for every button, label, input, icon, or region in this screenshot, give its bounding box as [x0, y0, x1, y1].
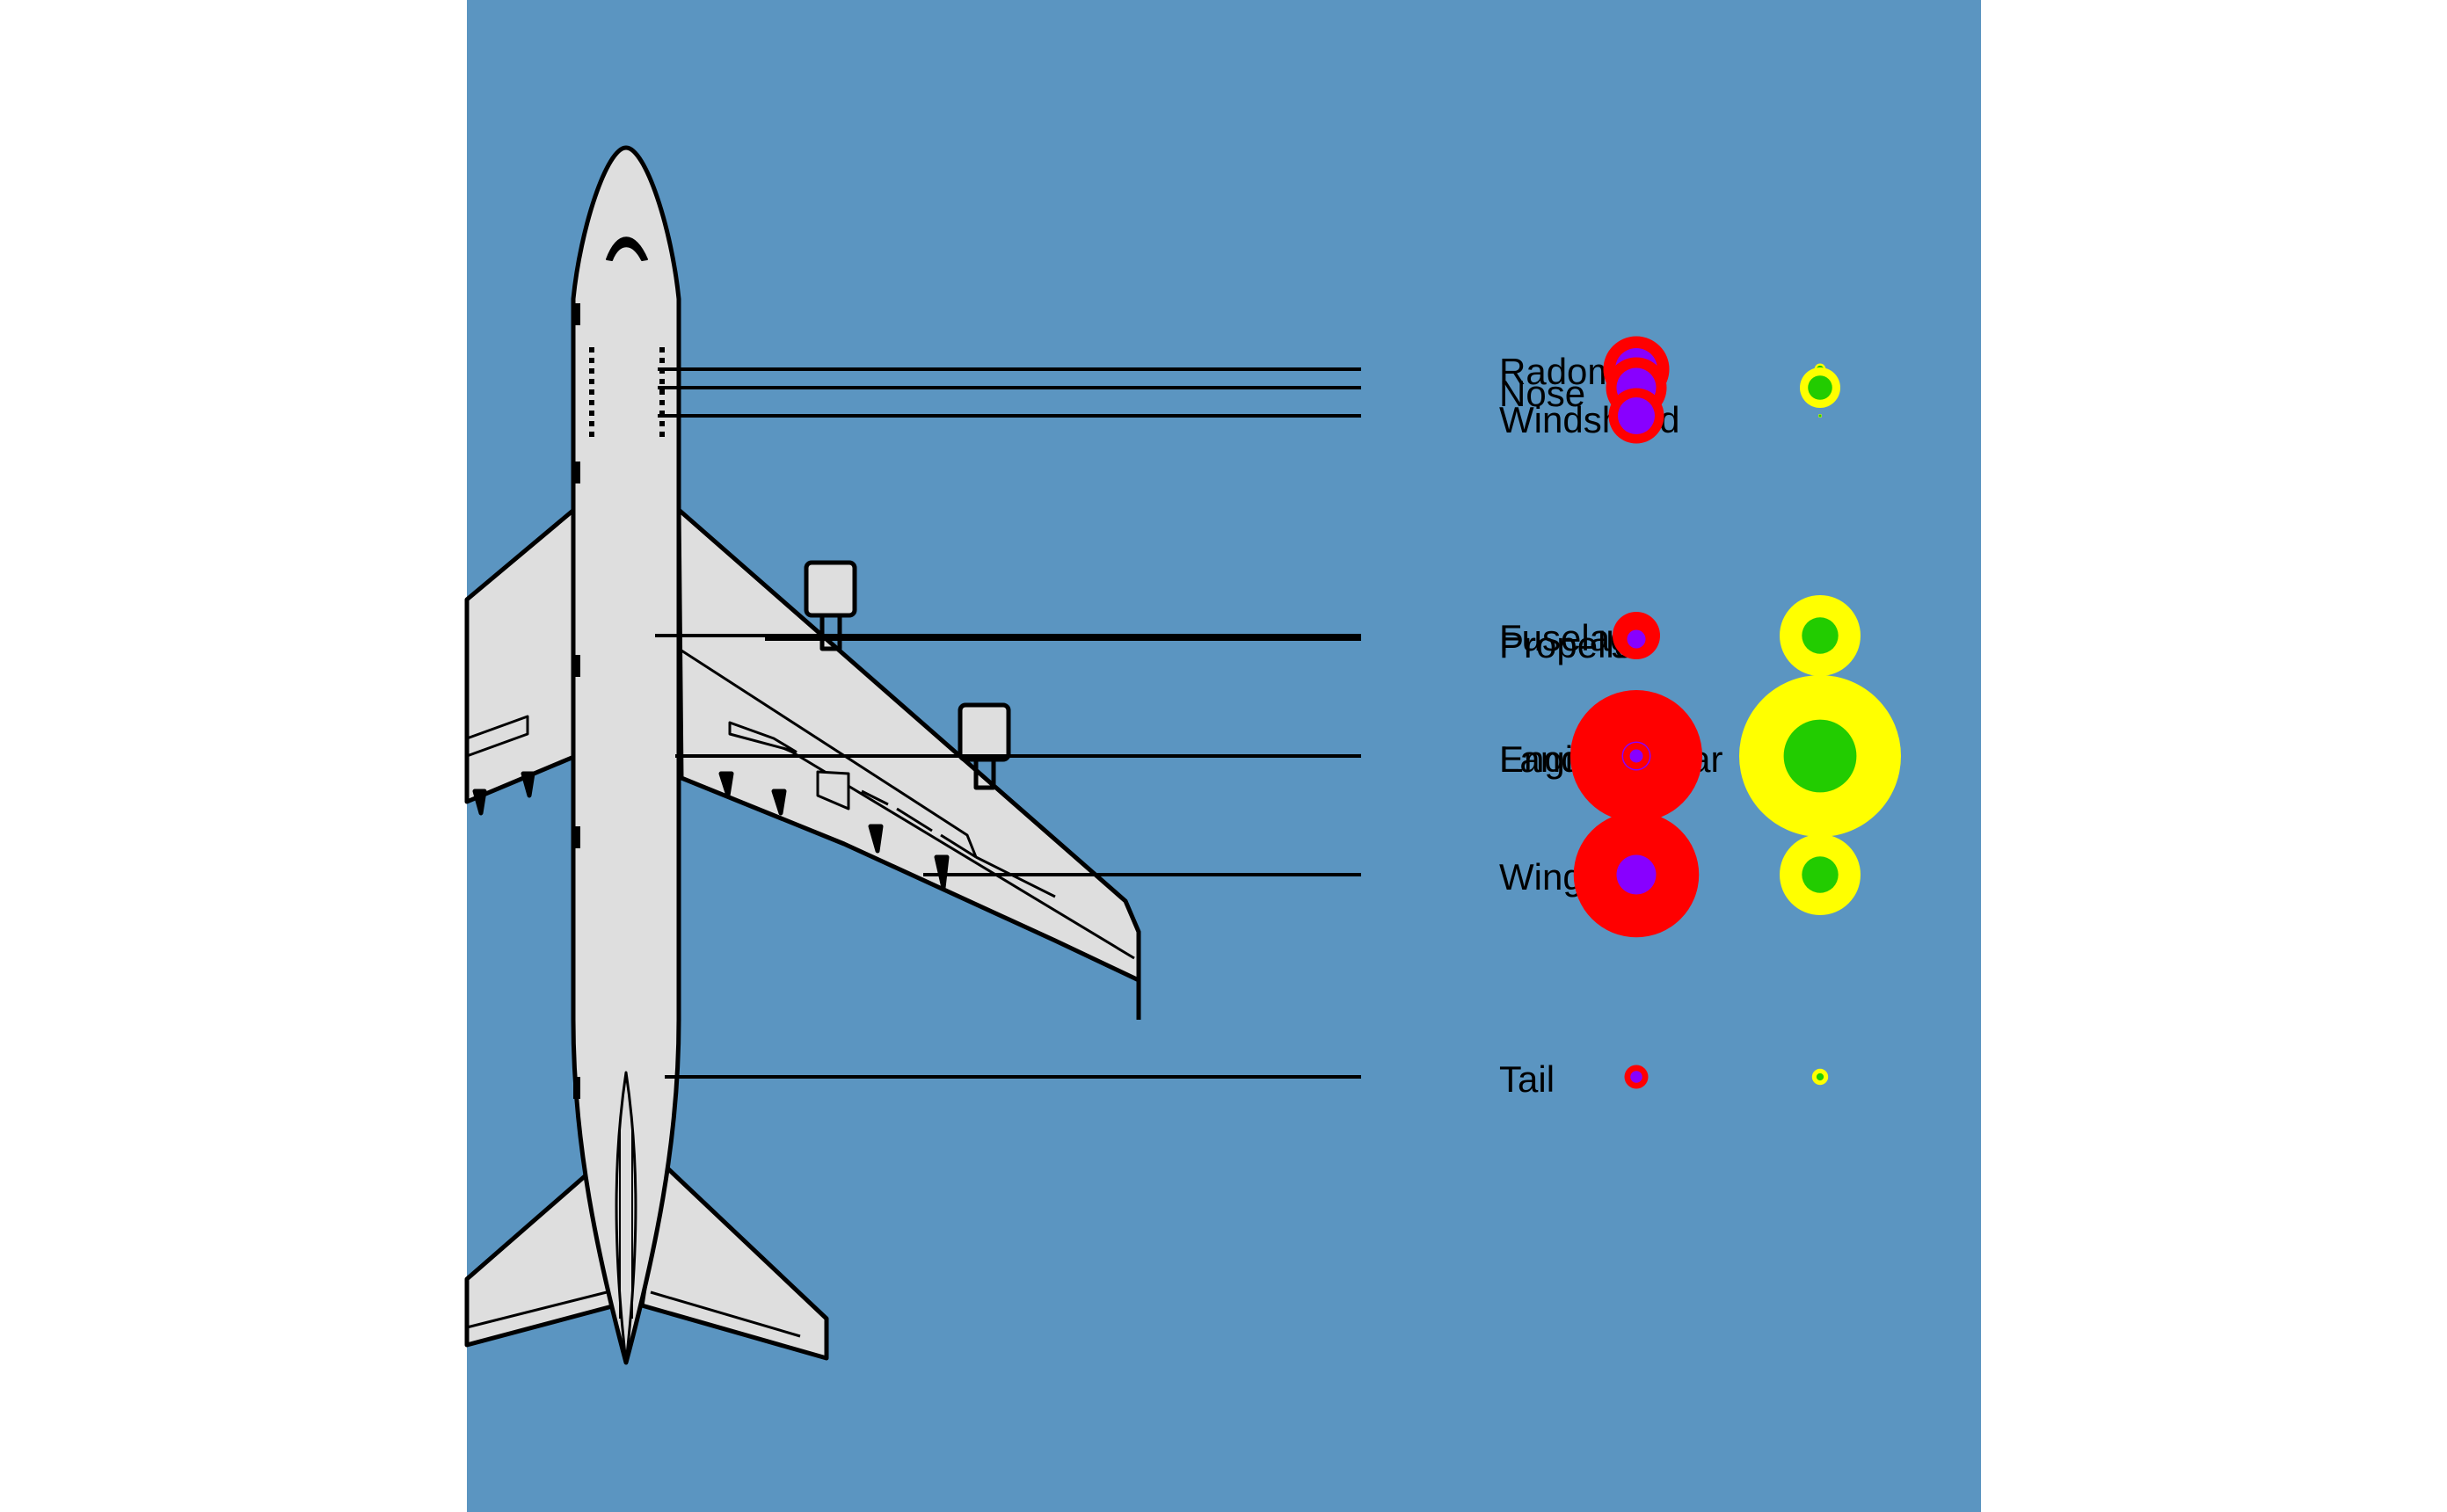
purple-bubble-windshield: [1618, 397, 1655, 434]
green-bubble-fuselage: [1802, 617, 1839, 654]
green-bubble-landing-gear: [1783, 719, 1857, 793]
red-bubble-column: [1570, 336, 1702, 1089]
airplane-top-view-icon: [464, 145, 1141, 1365]
purple-bubble-wing: [1616, 854, 1657, 895]
purple-bubble-propeller: [1627, 629, 1646, 649]
part-label-nose: Nose: [1499, 373, 1585, 414]
green-bubble-wing: [1802, 856, 1839, 893]
purple-bubble-engine: [1629, 749, 1643, 763]
part-label-tail: Tail: [1499, 1058, 1555, 1100]
yellow-bubble-column: [1739, 363, 1901, 1086]
green-bubble-tail: [1816, 1072, 1824, 1081]
part-label-wing: Wing: [1499, 856, 1584, 898]
leader-lines: [655, 367, 1361, 1079]
green-bubble-nose: [1808, 375, 1832, 400]
purple-bubble-tail: [1630, 1071, 1642, 1083]
green-bubble-windshield: [1818, 414, 1822, 418]
